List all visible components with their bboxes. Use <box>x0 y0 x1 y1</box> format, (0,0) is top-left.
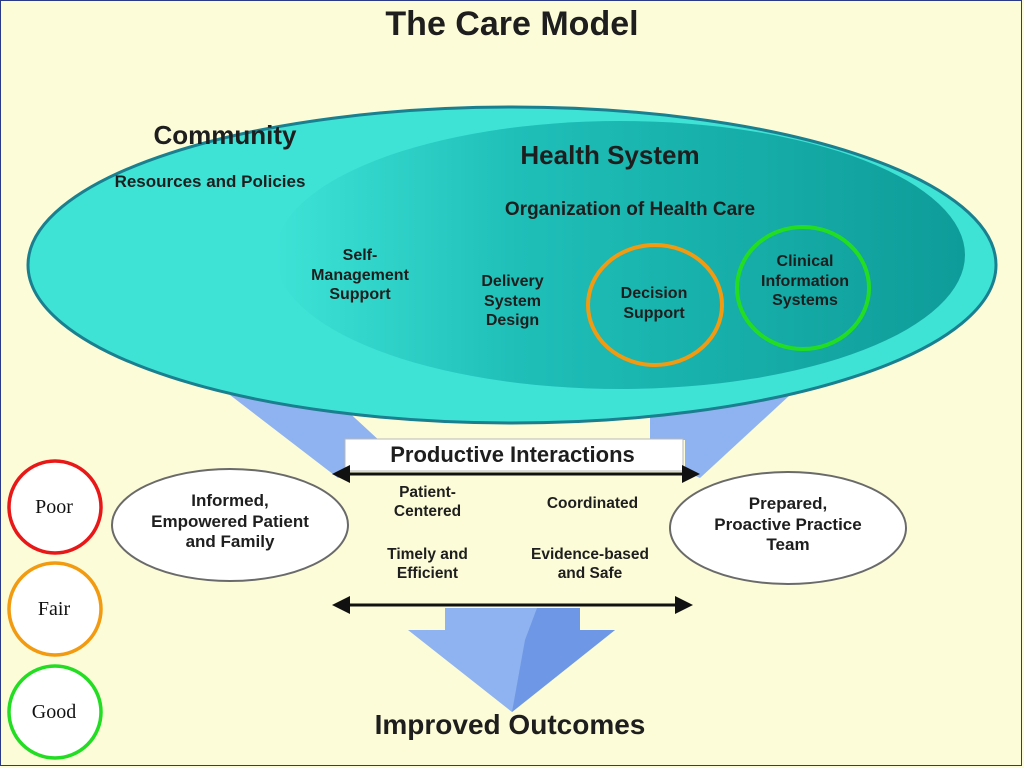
team-label: Prepared, Proactive Practice Team <box>714 494 862 555</box>
top-arrow-left-head <box>332 465 350 483</box>
patient-oval <box>111 468 349 582</box>
clinical-information-systems: Clinical Information Systems <box>761 253 849 310</box>
productive-interactions-heading: Productive Interactions <box>390 442 635 467</box>
community-subheading: Resources and Policies <box>114 172 306 191</box>
delivery-system-design: Delivery System Design <box>481 273 544 330</box>
outcome-label: Improved Outcomes <box>374 709 646 740</box>
quality-coordinated: Coordinated <box>546 495 639 512</box>
legend-poor-label: Poor <box>35 496 73 518</box>
community-heading: Community <box>153 120 297 150</box>
decision-support-highlight <box>586 243 724 367</box>
quality-patient-centered: Patient- Centered <box>393 484 462 520</box>
legend-fair-label: Fair <box>37 598 71 620</box>
legend-good-label: Good <box>31 701 77 723</box>
clinical-info-highlight <box>735 225 871 351</box>
interactions-header-box <box>344 438 684 472</box>
quality-evidence-based: Evidence-based and Safe <box>530 546 650 582</box>
team-oval <box>669 471 907 585</box>
health-system-heading: Health System <box>520 140 700 170</box>
bottom-arrow-right-head <box>675 596 693 614</box>
self-management-support: Self- Management Support <box>311 247 409 304</box>
quality-timely-efficient: Timely and Efficient <box>387 546 468 582</box>
top-arrow-right-head <box>682 465 700 483</box>
health-system-subheading: Organization of Health Care <box>504 199 756 220</box>
patient-label: Informed, Empowered Patient and Family <box>151 491 309 552</box>
decision-support: Decision Support <box>620 285 688 322</box>
outcome-arrow <box>408 600 615 712</box>
bottom-arrow-left-head <box>332 596 350 614</box>
legend-good-circle <box>7 664 103 760</box>
legend-poor-circle <box>7 459 103 555</box>
diagram-title: The Care Model <box>385 5 639 43</box>
outcome-arrow-shade <box>512 600 615 712</box>
legend-fair-circle <box>7 561 103 657</box>
